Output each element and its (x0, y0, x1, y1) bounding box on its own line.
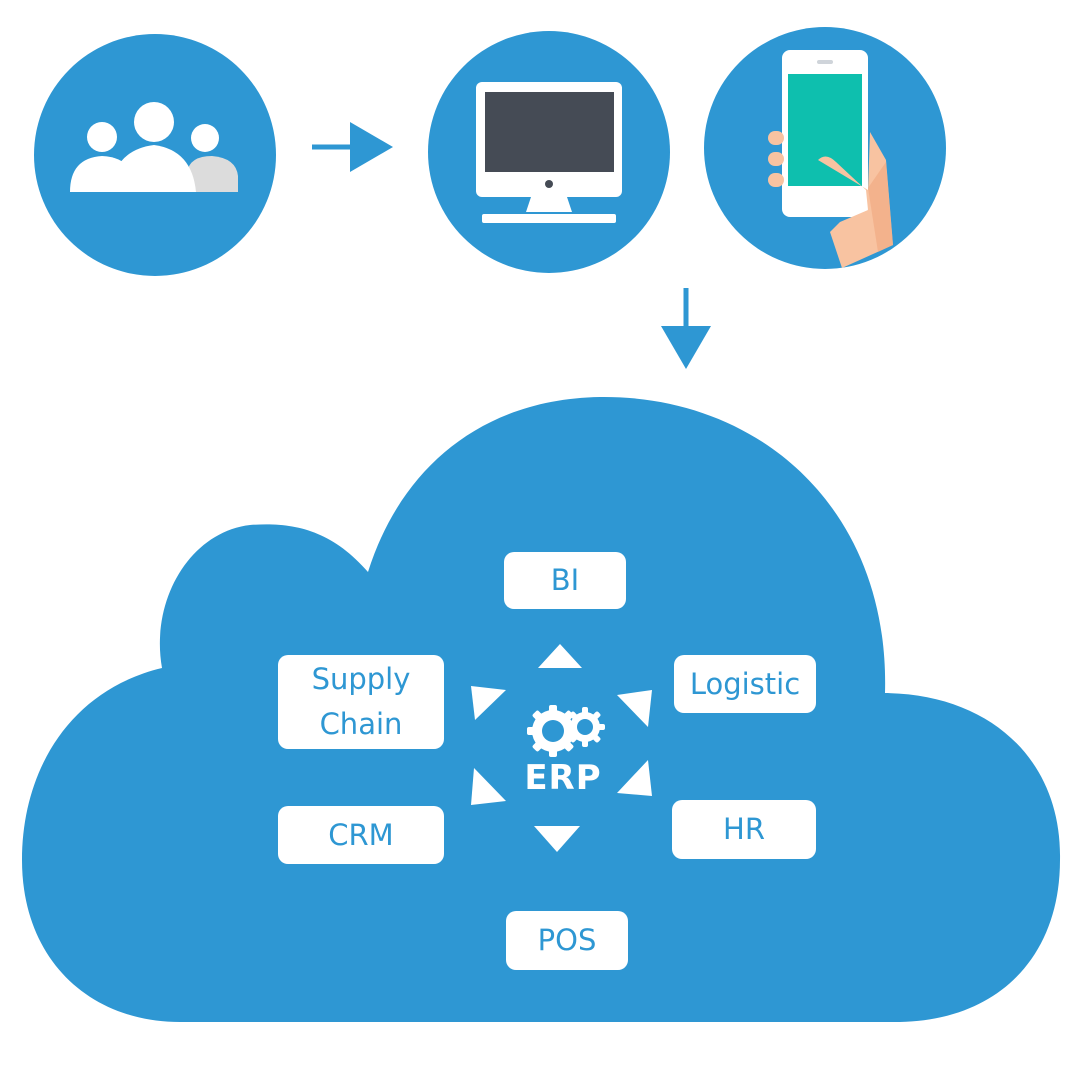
pointer-to-crm (471, 768, 506, 805)
module-logistic: Logistic (674, 655, 816, 713)
module-supply-chain: Supply Chain (278, 655, 444, 749)
module-hr: HR (672, 800, 816, 859)
desktop-computer-icon (428, 31, 670, 273)
gears-icon (527, 705, 605, 757)
module-bi: BI (504, 552, 626, 609)
arrow-down-icon (661, 288, 711, 369)
erp-label: ERP (524, 758, 602, 798)
pointer-to-hr (617, 760, 652, 796)
pointer-to-bi (538, 644, 582, 668)
pointer-to-pos (534, 826, 580, 852)
module-pos: POS (506, 911, 628, 970)
module-crm: CRM (278, 806, 444, 864)
smartphone-in-hand-icon (704, 27, 946, 269)
cloud-icon (22, 396, 1061, 1022)
module-pointers (471, 644, 652, 852)
pointer-to-supply-chain (471, 686, 506, 720)
arrow-right-icon (312, 122, 393, 172)
pointer-to-logistic (617, 690, 652, 727)
users-icon (34, 34, 276, 276)
